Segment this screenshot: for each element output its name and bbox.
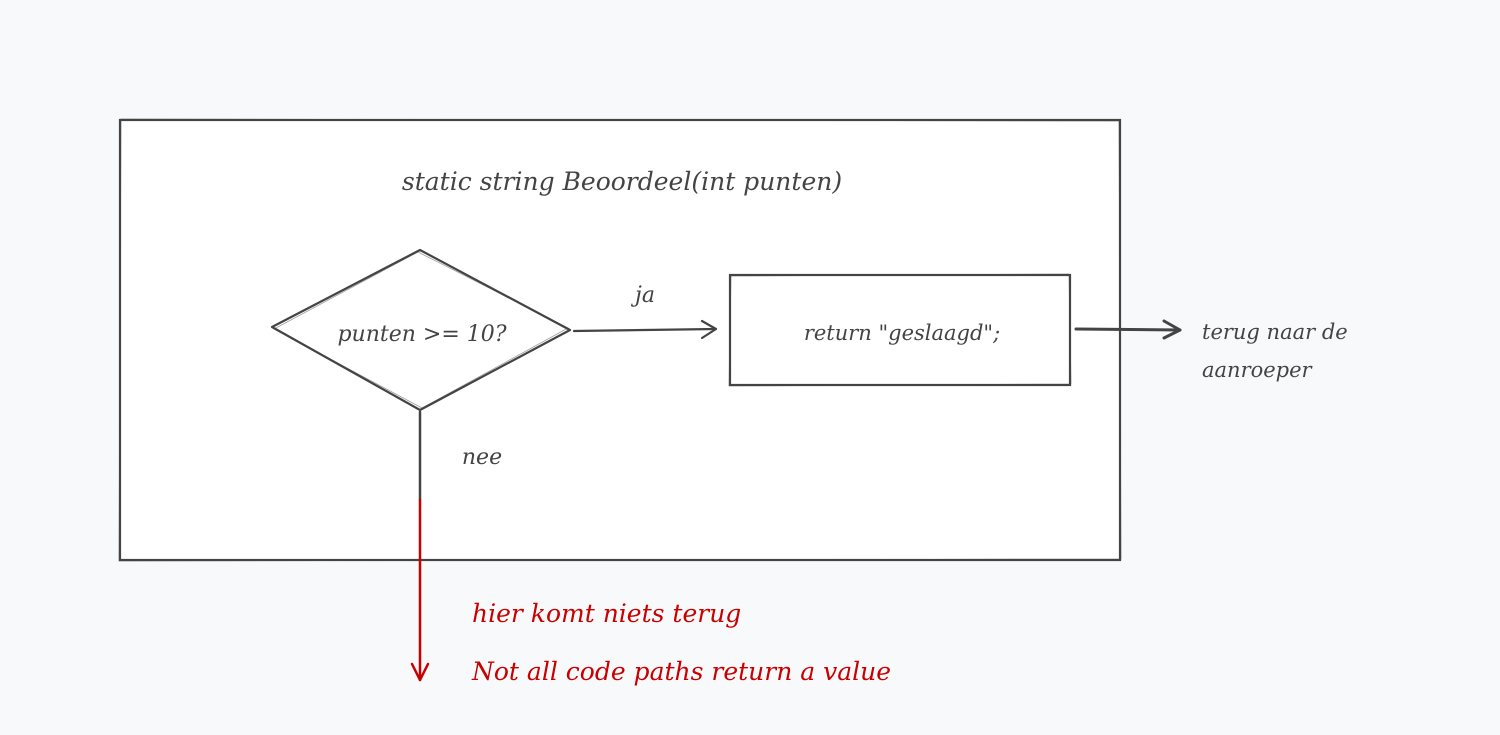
return-box bbox=[728, 273, 1072, 387]
caller-note-line1: terug naar de bbox=[1202, 320, 1348, 344]
yes-label: ja bbox=[630, 283, 655, 308]
function-signature: static string Beoordeel(int punten) bbox=[402, 167, 842, 196]
caller-note-line2: aanroeper bbox=[1202, 358, 1314, 382]
yes-arrow bbox=[572, 319, 718, 340]
no-label: nee bbox=[462, 445, 502, 470]
return-label: return "geslaagd"; bbox=[804, 321, 1000, 345]
caller-arrow bbox=[1074, 319, 1182, 340]
decision-diamond bbox=[270, 248, 572, 412]
error-note-line2: Not all code paths return a value bbox=[471, 657, 891, 686]
decision-label: punten >= 10? bbox=[337, 322, 506, 347]
error-note-line1: hier komt niets terug bbox=[472, 599, 741, 628]
error-arrow bbox=[410, 498, 430, 682]
